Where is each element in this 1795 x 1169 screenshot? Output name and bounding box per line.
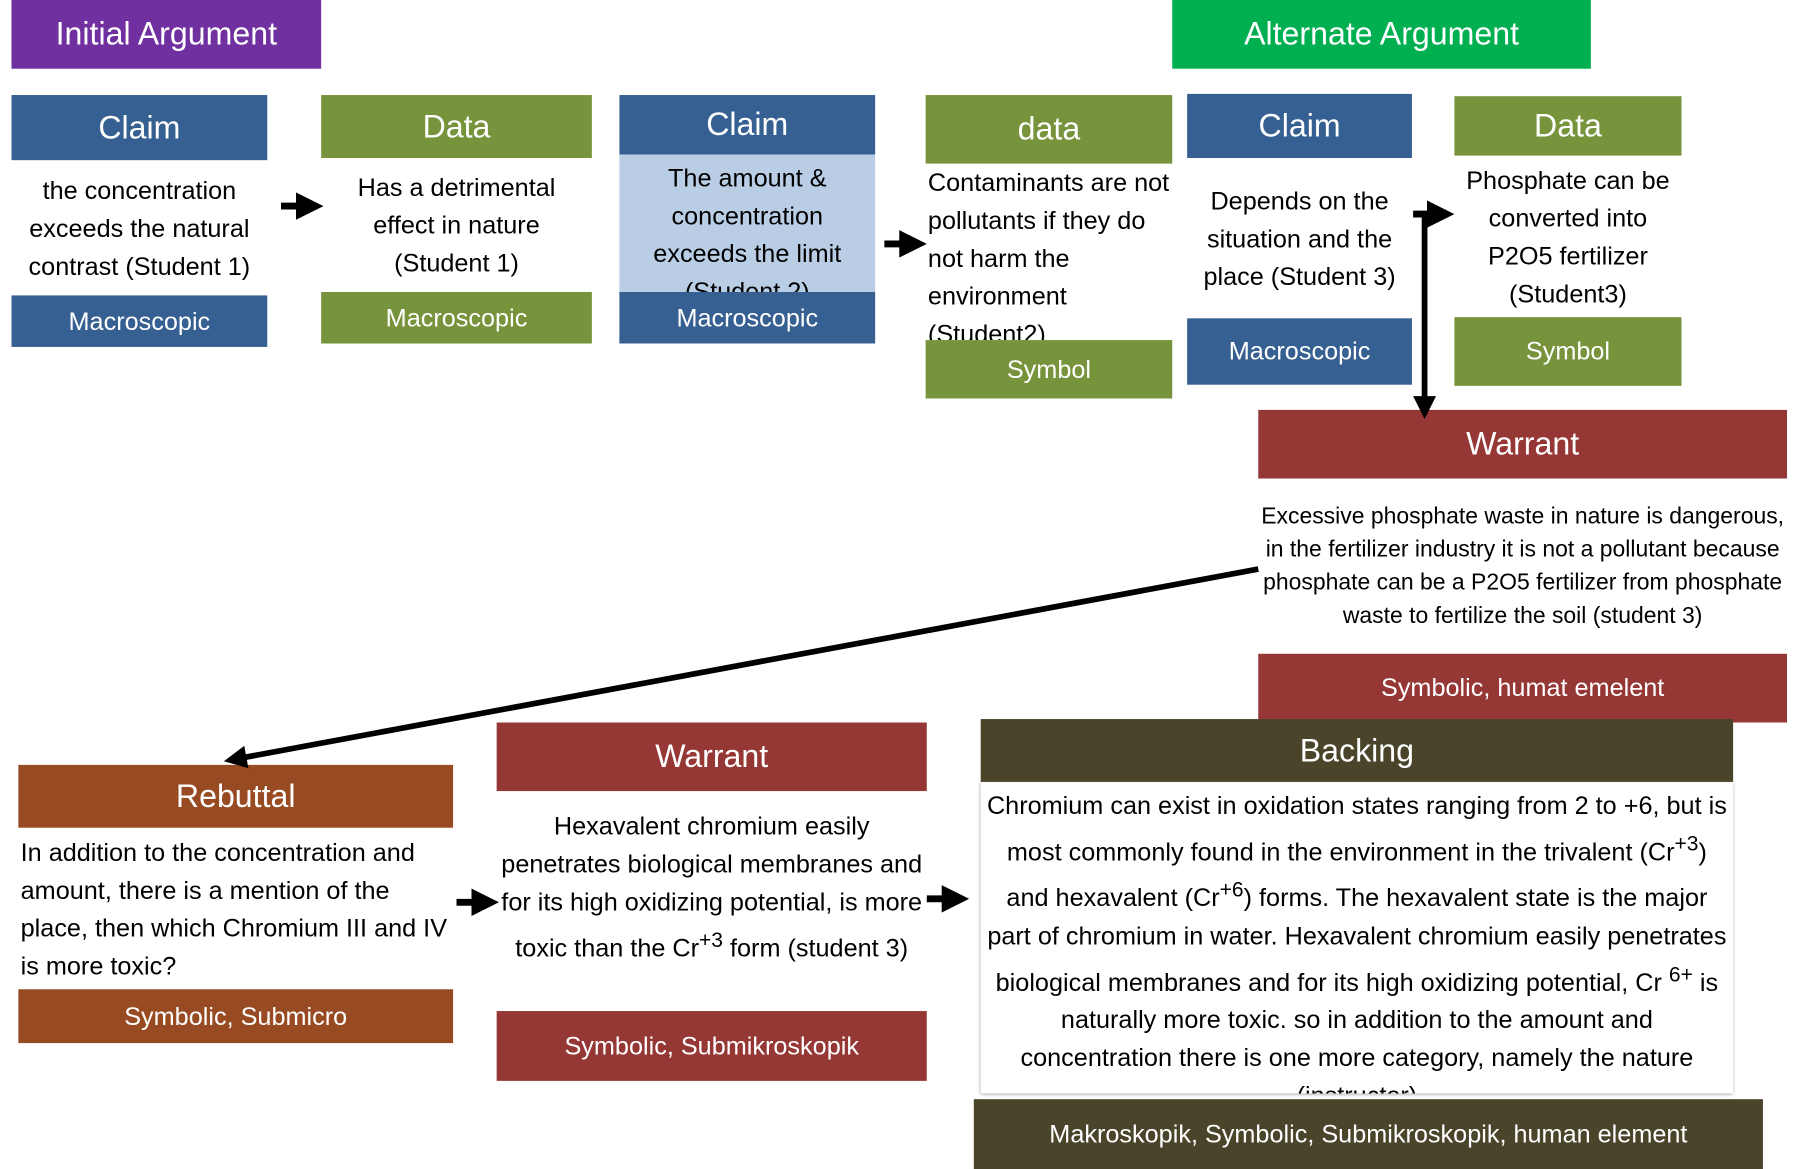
warrant-box-bottom: Warrant Hexavalent chromium easily penet… [496,722,927,1081]
claim-box-1: Claim the concentration exceeds the natu… [11,95,268,347]
body-text: Chromium can exist in oxidation states r… [986,791,1727,866]
box-header: Claim [1187,93,1412,159]
body-text: is naturally more toxic. so in addition … [1020,967,1719,1094]
box-header: Backing [980,719,1734,783]
data-box-1: Data Has a detrimental effect in nature … [321,95,592,344]
box-body: Contaminants are not pollutants if they … [925,163,1173,341]
box-footer: Symbolic, humat emelent [1258,653,1788,723]
backing-box: Backing Chromium can exist in oxidation … [980,719,1734,1094]
superscript: +3 [1674,831,1699,856]
claim-box-3: Claim Depends on the situation and the p… [1187,93,1412,385]
box-header: data [925,95,1173,164]
data-box-2: data Contaminants are not pollutants if … [925,95,1173,399]
box-body: Hexavalent chromium easily penetrates bi… [496,791,927,1012]
superscript: 6+ [1668,961,1693,986]
claim-box-2: Claim The amount & concentration exceeds… [619,95,876,344]
rebuttal-box: Rebuttal In addition to the concentratio… [18,764,454,1044]
alternate-argument-title: Alternate Argument [1172,0,1591,69]
body-text: form (student 3) [723,933,909,963]
arrow-5 [223,566,1259,769]
box-footer: Symbol [925,340,1173,399]
box-body: Excessive phosphate waste in nature is d… [1258,478,1788,654]
body-text: Hexavalent chromium easily penetrates bi… [501,811,923,963]
box-header: Data [1454,96,1682,156]
box-body: In addition to the concentration and amo… [18,827,454,990]
body-text: ) forms. The hexavalent state is the maj… [987,883,1727,997]
box-body: Phosphate can be converted into P2O5 fer… [1454,155,1682,318]
box-header: Claim [11,95,268,161]
box-footer: Macroscopic [1187,318,1412,385]
box-body: Depends on the situation and the place (… [1187,158,1412,319]
box-body: Chromium can exist in oxidation states r… [980,782,1734,1094]
warrant-box-top: Warrant Excessive phosphate waste in nat… [1258,409,1788,723]
box-body: The amount & concentration exceeds the l… [619,154,876,292]
data-box-3: Data Phosphate can be converted into P2O… [1454,96,1682,386]
box-header: Claim [619,95,876,155]
box-header: Warrant [1258,409,1788,479]
box-footer: Symbolic, Submikroskopik [496,1011,927,1081]
superscript: +3 [699,927,724,952]
box-footer: Symbol [1454,317,1682,386]
body-text: ) and hexavalent (Cr [1006,837,1707,913]
box-header: Data [321,95,592,159]
box-body: Has a detrimental effect in nature (Stud… [321,158,592,292]
box-body: the concentration exceeds the natural co… [11,160,268,296]
initial-argument-title: Initial Argument [11,0,322,69]
box-footer: Macroscopic [321,291,592,344]
superscript: +6 [1219,877,1244,902]
backing-footer: Makroskopik, Symbolic, Submikroskopik, h… [973,1099,1763,1169]
box-header: Rebuttal [18,764,454,828]
box-footer: Macroscopic [11,295,268,347]
box-footer: Macroscopic [619,291,876,344]
box-footer: Symbolic, Submicro [18,989,454,1044]
box-header: Warrant [496,722,927,792]
